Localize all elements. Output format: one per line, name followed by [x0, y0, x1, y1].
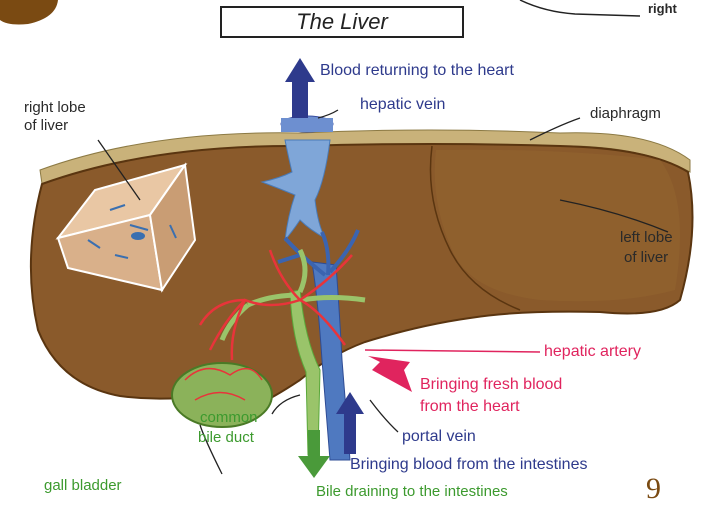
hepatic-vein-stem: [281, 118, 333, 132]
hepatic-artery-line: [365, 350, 540, 352]
label-common-bile-line2: bile duct: [198, 430, 254, 447]
label-fresh-blood-line1: Bringing fresh blood: [420, 376, 562, 394]
title-box: The Liver: [220, 6, 464, 38]
label-common-bile-line1: common: [200, 410, 258, 427]
page-title: The Liver: [296, 9, 388, 35]
corner-pointer-line: [520, 0, 640, 16]
label-bile-draining: Bile draining to the intestines: [316, 484, 508, 501]
corner-blob: [0, 0, 58, 25]
label-diaphragm: diaphragm: [590, 106, 661, 123]
lobe-cutaway-vein: [131, 232, 145, 240]
label-right-lobe-line1: right lobe: [24, 100, 86, 117]
corner-label: right: [648, 2, 677, 16]
label-intestines-blood: Bringing blood from the intestines: [350, 456, 587, 474]
fresh-blood-arrow: [368, 356, 412, 392]
label-left-lobe-line2: of liver: [624, 250, 668, 267]
label-hepatic-artery: hepatic artery: [544, 343, 641, 361]
bile-down-arrow-head: [298, 456, 330, 478]
label-fresh-blood-line2: from the heart: [420, 398, 520, 416]
blood-up-arrow-shaft: [292, 78, 308, 118]
label-hepatic-vein: hepatic vein: [360, 96, 445, 114]
label-right-lobe-line2: of liver: [24, 118, 68, 135]
label-gall-bladder: gall bladder: [44, 478, 122, 495]
label-blood-returning: Blood returning to the heart: [320, 62, 514, 80]
intestine-up-arrow-shaft: [344, 410, 356, 454]
label-portal-vein: portal vein: [402, 428, 476, 446]
bile-down-arrow-shaft: [308, 430, 320, 460]
label-left-lobe-line1: left lobe: [620, 230, 673, 247]
page-number: 9: [646, 472, 661, 506]
blood-up-arrow-head: [285, 58, 315, 82]
